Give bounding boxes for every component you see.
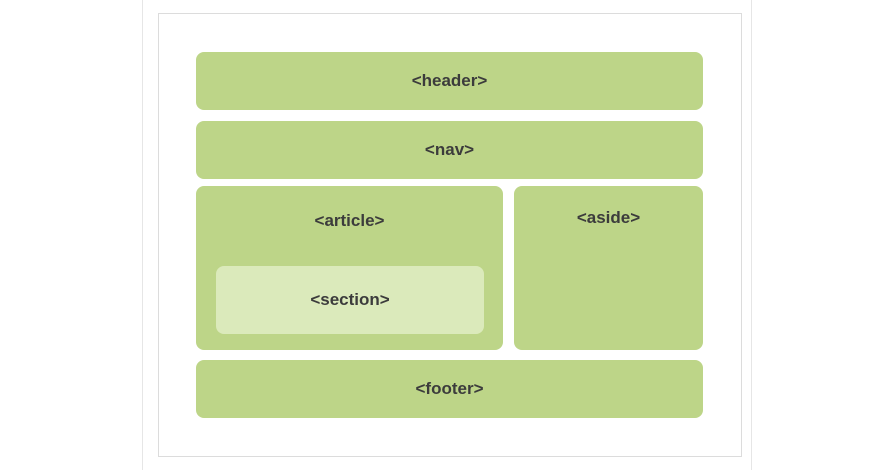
header-block: <header>	[196, 52, 703, 110]
nav-block: <nav>	[196, 121, 703, 179]
nav-label: <nav>	[424, 140, 475, 159]
aside-block: <aside>	[514, 186, 703, 350]
left-divider	[142, 0, 143, 470]
header-label: <header>	[411, 71, 488, 90]
section-label: <section>	[310, 290, 390, 309]
section-block: <section>	[216, 266, 484, 334]
article-label: <article>	[314, 211, 385, 230]
footer-label: <footer>	[415, 379, 484, 398]
right-divider	[751, 0, 752, 470]
aside-label: <aside>	[576, 208, 641, 227]
footer-block: <footer>	[196, 360, 703, 418]
